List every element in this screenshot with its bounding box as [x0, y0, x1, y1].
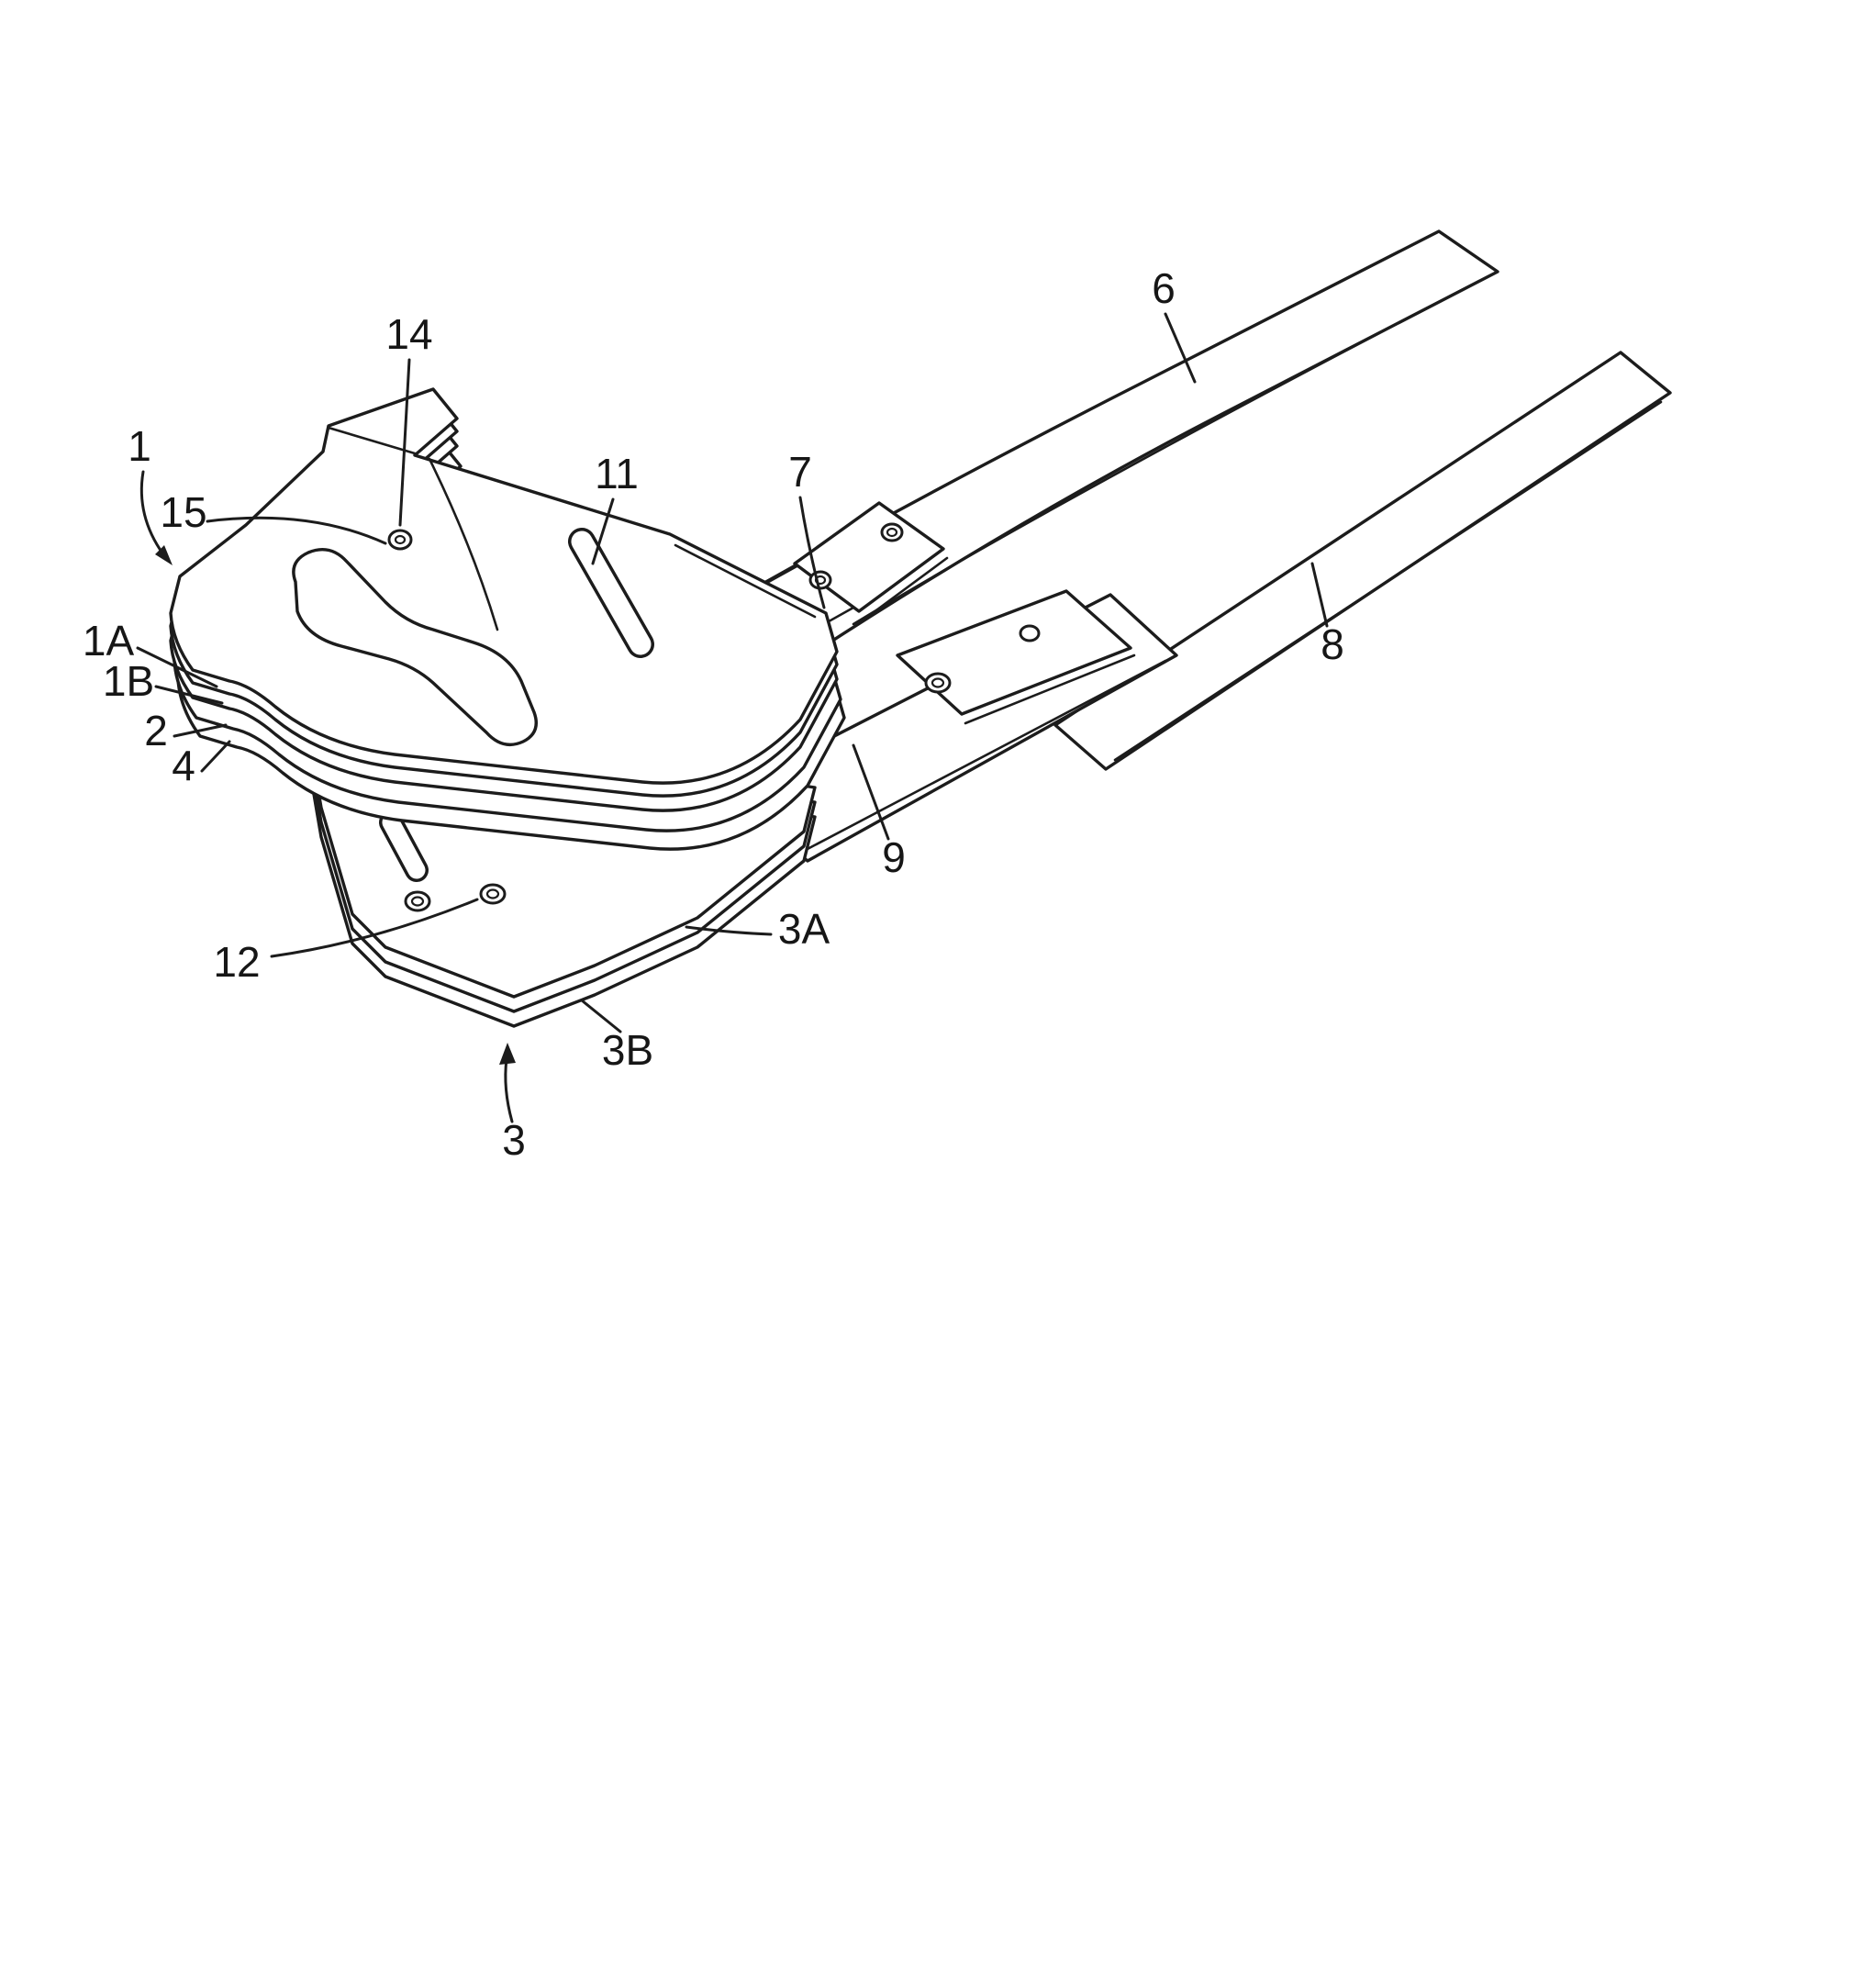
ref-label-4: 4 [172, 742, 195, 789]
drive-bar-thickness-line [804, 659, 1167, 852]
leader-line-6 [1164, 312, 1197, 384]
ref-label-14: 14 [385, 310, 432, 358]
ref-label-1: 1 [128, 422, 151, 470]
ref-label-11: 11 [595, 450, 639, 497]
leader-line-14 [398, 358, 411, 527]
rivet-hole-right-inner [485, 888, 500, 899]
tab-fold-line [327, 426, 417, 455]
leader-line-11 [591, 497, 615, 565]
leader-line-3A [685, 925, 773, 936]
top-plate-outline [169, 387, 839, 785]
rivet-hole-left-inner [410, 896, 425, 907]
ref-label-7: 7 [788, 448, 812, 496]
ref-label-1A: 1A [83, 617, 135, 665]
leader-lines [136, 312, 1329, 1123]
lower-handle-arm [1053, 351, 1672, 771]
leader-line-9 [852, 743, 890, 841]
upper-handle-arm-thickness-line [852, 279, 1481, 626]
top-edge-thickness-line [674, 543, 817, 619]
top-plate-bend-line [428, 457, 499, 631]
head-top-plate [169, 387, 839, 785]
leader-line-1A [136, 646, 218, 688]
ref-label-9: 9 [882, 833, 906, 881]
lower-handle-arm-thickness-line [1113, 400, 1663, 762]
leader-line-7 [798, 496, 826, 609]
leader-line-1 [139, 470, 165, 556]
leader-line-3B [580, 999, 622, 1033]
reference-labels: 6 14 1 11 7 15 1A 1B 8 2 4 9 3A 12 3B 3 [83, 264, 1344, 1164]
pivot-plate-thickness-line [964, 653, 1136, 725]
leader-line-12 [270, 898, 479, 958]
end-bracket-plate [793, 501, 945, 613]
guide-slot-opening [571, 531, 652, 655]
leader-line-1B [154, 685, 224, 705]
leader-line-2 [173, 723, 228, 738]
leader-line-4 [200, 740, 231, 773]
arrowhead-1 [155, 545, 173, 565]
lower-handle-arm-outline [1053, 351, 1672, 771]
arrowhead-3 [499, 1043, 516, 1065]
ref-label-15: 15 [160, 488, 206, 536]
end-bracket-thickness-line [861, 556, 949, 622]
pivot-plate [896, 589, 1132, 716]
leader-line-15 [206, 516, 387, 545]
pivot-plate-hole-right [1019, 624, 1041, 642]
ref-label-6: 6 [1152, 264, 1176, 312]
pivot-plate-hole-left-inner [931, 677, 945, 688]
ref-label-12: 12 [213, 938, 260, 986]
leader-line-8 [1310, 562, 1329, 628]
ref-label-3A: 3A [778, 905, 830, 953]
ref-label-8: 8 [1321, 620, 1344, 668]
leader-line-3 [504, 1057, 514, 1123]
ref-label-1B: 1B [103, 657, 154, 705]
pin-hole-14-inner [394, 534, 407, 545]
lower-plate-slot-opening [382, 813, 426, 879]
ref-label-3B: 3B [602, 1026, 653, 1074]
bracket-hole-upper-inner [886, 527, 898, 538]
ref-label-2: 2 [144, 707, 168, 754]
ref-label-3: 3 [502, 1116, 526, 1164]
top-plate-cutout [292, 548, 538, 746]
